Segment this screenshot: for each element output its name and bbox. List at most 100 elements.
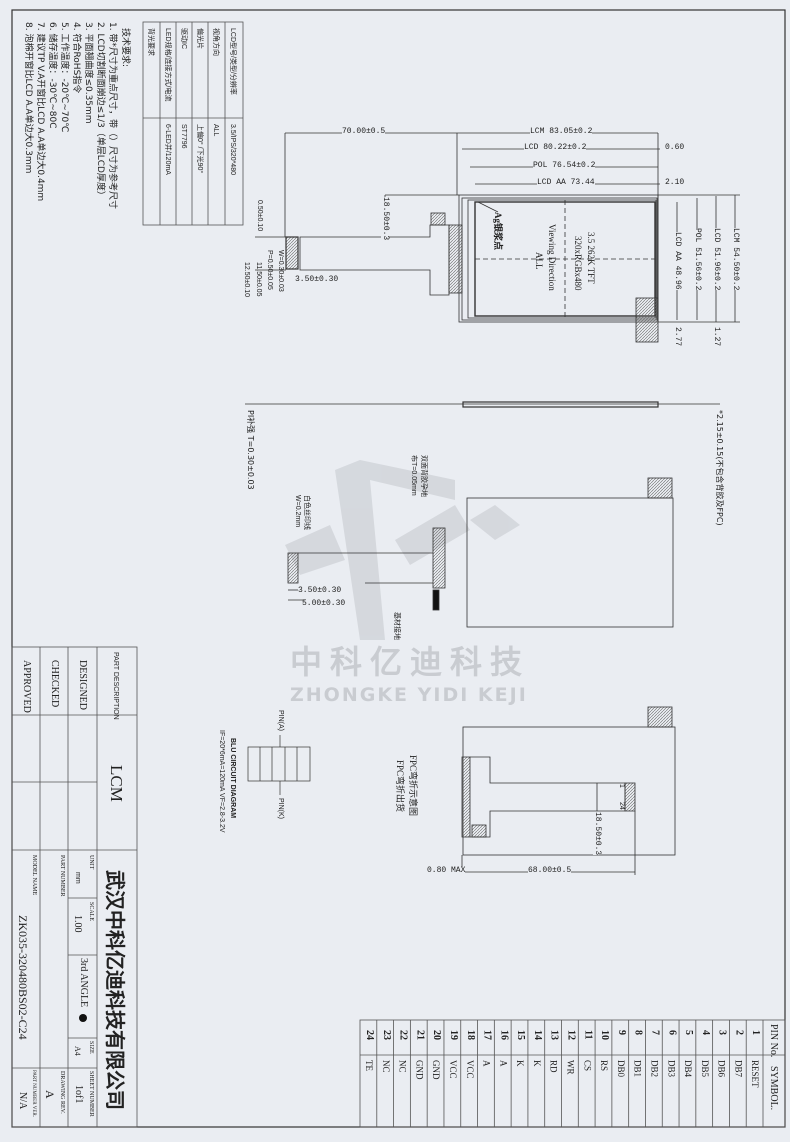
tech-item: 8. 泡棉开窗比LCD A.A单边大0.3mm [23, 22, 33, 174]
size-value: A4 [73, 1046, 82, 1056]
pin-number: 23 [380, 1030, 392, 1040]
blu-circuit [247, 735, 311, 795]
unit-value: mm [74, 872, 81, 884]
pin-symbol: WR [565, 1060, 576, 1075]
pin-number: 15 [515, 1030, 527, 1040]
dim-lcd-height: LCD 51.96±0.2 [712, 228, 721, 291]
tape-thickness: 布T=0.05mm [410, 455, 417, 496]
back-dim2: 5.00±0.30 [302, 599, 346, 608]
pin-symbol: VCC [464, 1060, 475, 1079]
company-name: 武汉中科亿迪科技有限公司 [103, 870, 127, 1110]
dim-offset-210: 2.10 [665, 178, 685, 187]
unit-label: UNIT [88, 855, 94, 870]
tech-item: 4. 符合RoHS指令 [71, 22, 81, 94]
fold-length: 68.00±0.5 [528, 866, 572, 876]
ground-note: 基材接地 [393, 612, 400, 640]
spec-value: ALL [212, 124, 219, 137]
sheet-label: SHEET NUMBER [88, 1071, 94, 1117]
pin-number: 10 [599, 1030, 611, 1040]
tape-note: 双面背胶孕地 [420, 455, 427, 497]
pin-number: 13 [548, 1030, 560, 1040]
model-name-label: MODEL NAME [31, 855, 37, 896]
dim-d1: 0.50±0.10 [256, 200, 263, 232]
pin-symbol: CS [582, 1060, 593, 1072]
fold-width: 18.50±0.3 [593, 812, 602, 856]
fold-title: FPC弯折示意图 [408, 755, 418, 817]
pin-symbol: DB6 [716, 1060, 727, 1078]
pin-symbol: GND [414, 1060, 425, 1080]
spec-label: 偏光片 [196, 28, 203, 49]
pin-number: 19 [447, 1030, 459, 1040]
pin-symbol: A [498, 1060, 509, 1067]
designed-label: DESIGNED [77, 660, 88, 710]
fold-subtitle: FPC弯折出货 [395, 760, 405, 813]
dim-pol-width: POL 76.54±0.2 [533, 161, 596, 171]
drawing-rev-label: DRAWING REV. [59, 1071, 65, 1114]
back-view [287, 477, 674, 628]
scale-value: 1.00 [72, 915, 83, 933]
pin-number: 7 [649, 1030, 661, 1035]
part-number-ver: N/A [17, 1092, 28, 1110]
spec-value: 上偏0° /下光90° [196, 124, 203, 174]
dim-aa-height: LCD AA 48.96 [673, 232, 682, 290]
tech-item: 5. 工作温度：-20℃~70℃ [59, 22, 69, 133]
spec-label: LCD型号/类型/分辨率 [229, 28, 236, 95]
pin-symbol: RD [548, 1060, 559, 1073]
pin-symbol: K [515, 1060, 526, 1067]
tech-title: 技术要求: [120, 28, 130, 68]
spec-value: 3.5/IPS/320*480 [229, 124, 236, 175]
pin-symbol: RS [599, 1060, 610, 1072]
pin-number: 17 [481, 1030, 493, 1040]
part-description-label: PART DESCRIPTION [112, 652, 119, 720]
pin-number: 5 [683, 1030, 695, 1035]
sheet-value: 1of1 [73, 1085, 84, 1104]
pin-symbol-header: SYMBOL. [768, 1066, 779, 1111]
pin-number: 6 [666, 1030, 678, 1035]
fold-pin1: 1 [618, 784, 625, 788]
pin-number: 16 [498, 1030, 510, 1040]
pin-symbol: DB0 [615, 1060, 626, 1078]
watermark-cn: 中科亿迪科技 [290, 643, 531, 681]
dim-fpc-length: 70.00±0.5 [342, 127, 386, 137]
model-name: ZK035-320480BS02-C24 [16, 915, 30, 1040]
pin-number: 4 [699, 1030, 711, 1035]
tech-item: 2. LCD切割断面崩边≤1/3（单层LCD厚度） [95, 22, 105, 200]
pin-symbol: NC [397, 1060, 408, 1073]
drawing-rev-value: A [43, 1090, 57, 1099]
dim-lcm-height: LCM 54.50±0.2 [731, 228, 740, 291]
projection-angle: 3rd ANGLE [78, 958, 89, 1008]
pin-number: 8 [632, 1030, 644, 1035]
panel-resolution: 320xRGBx480 [573, 236, 583, 291]
scale-label: SCALE [88, 902, 94, 922]
pin-number: 9 [615, 1030, 627, 1035]
pin-number: 11 [582, 1030, 594, 1040]
pin-symbol: VCC [447, 1060, 458, 1079]
spec-label: 背光要求 [147, 28, 154, 56]
blu-title: BLU CIRCUIT DIAGRAM [229, 738, 236, 819]
pin-no-header: PIN No. [768, 1024, 779, 1058]
tech-item: 7. 建议TP V.A开窗比LCD A.A单边大0.4mm [35, 22, 45, 202]
dim-aa-width: LCD AA 73.44 [537, 178, 595, 188]
size-label: SIZE [88, 1041, 94, 1054]
dim-lcd-width: LCD 80.22±0.2 [524, 143, 587, 153]
blu-spec: IF=20*6mA=120mA VF=2.8-3.2V [218, 730, 225, 833]
fold-max: 0.80 MAX [427, 866, 466, 876]
silk-note: 白色丝印线 [303, 495, 310, 530]
panel-spec: 3.5 262K TFT [586, 232, 596, 284]
pin-number: 22 [397, 1030, 409, 1040]
viewing-direction-label: Viewing Direction [547, 224, 557, 291]
pin-number: 18 [464, 1030, 476, 1040]
dim-offset-060: 0.60 [665, 143, 685, 152]
ag-note: Ag银浆点 [493, 212, 503, 250]
watermark-logo [285, 460, 520, 640]
tech-item: 1. 带*尺寸为重点尺寸，带（）尺寸为参考尺寸 [107, 22, 117, 209]
viewing-direction-value: ALL [534, 252, 544, 270]
dim-offset-277: 2.77 [673, 327, 682, 347]
silk-width: W=0.2mm [294, 495, 301, 528]
dim-stiffener: 3.50±0.30 [295, 275, 339, 284]
pin-number: 12 [565, 1030, 577, 1040]
spec-value: ST7796 [180, 124, 187, 149]
pin-symbol: NC [380, 1060, 391, 1073]
tech-item: 6. 储存温度：-30℃~80C [47, 22, 57, 129]
